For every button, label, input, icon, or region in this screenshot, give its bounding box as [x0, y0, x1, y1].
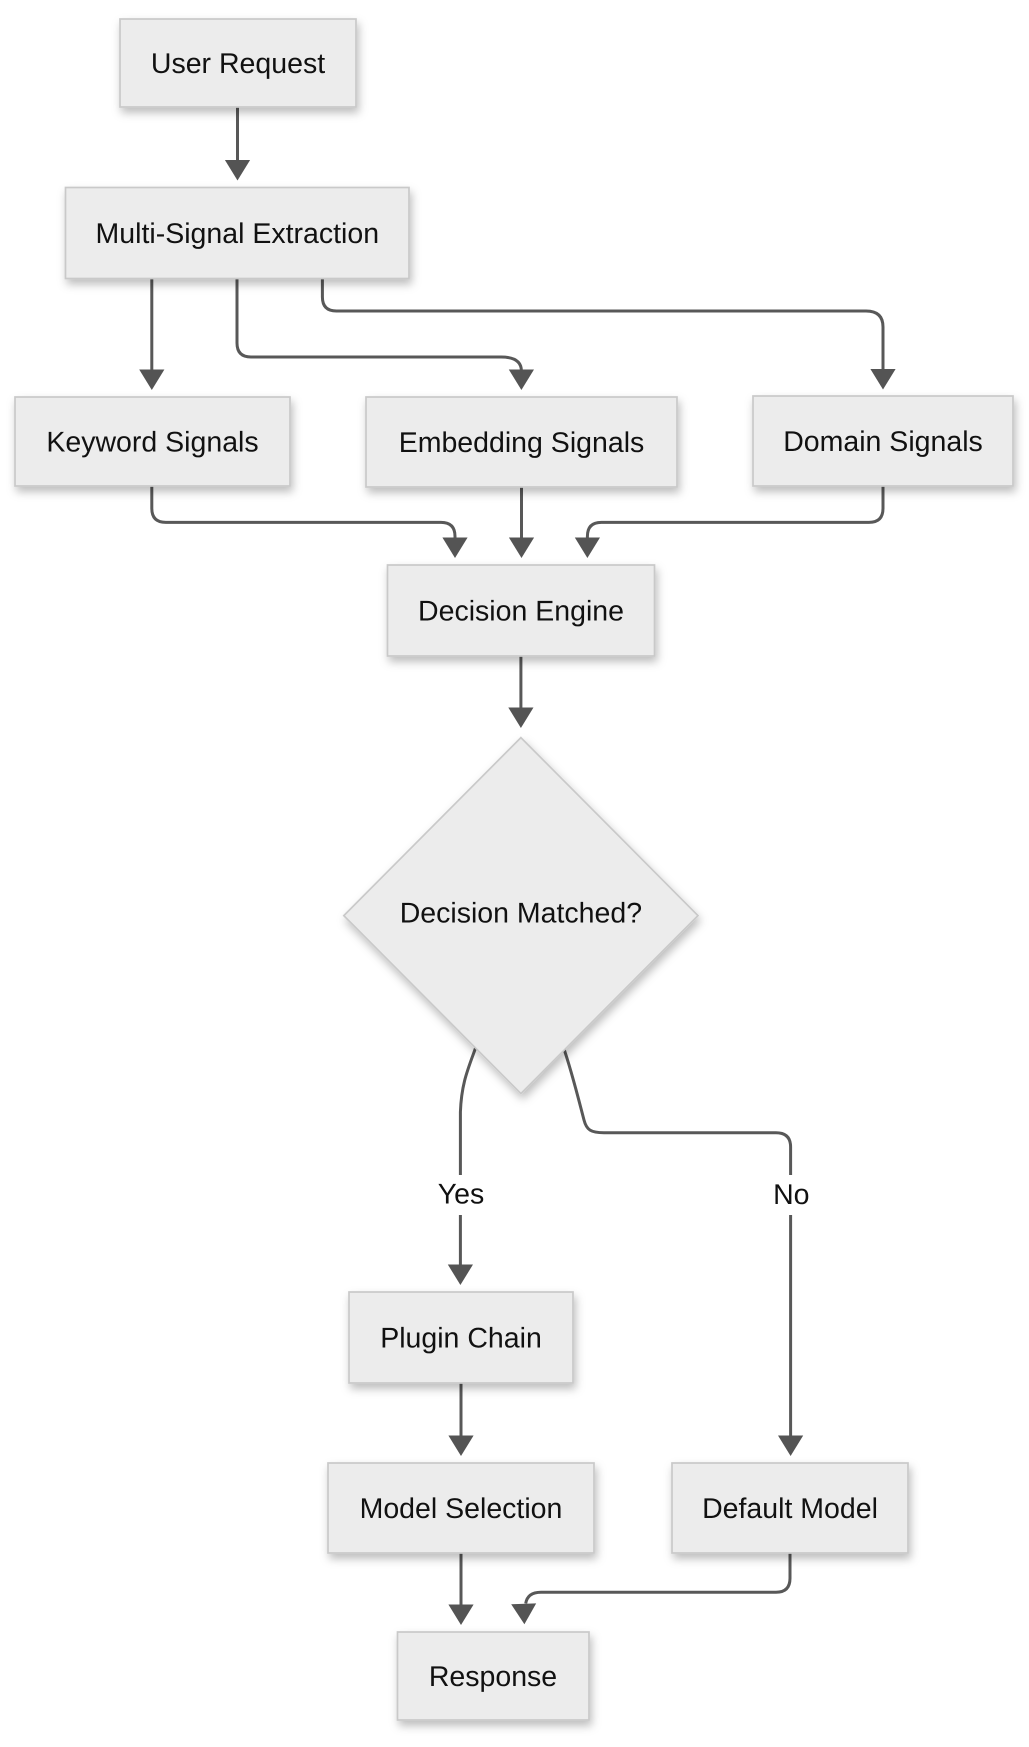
- svg-text:Response: Response: [429, 1661, 557, 1693]
- svg-text:Embedding Signals: Embedding Signals: [399, 427, 645, 459]
- svg-text:Decision Matched?: Decision Matched?: [400, 898, 642, 930]
- svg-text:Decision Engine: Decision Engine: [418, 596, 624, 628]
- svg-text:No: No: [773, 1179, 809, 1211]
- svg-text:Domain Signals: Domain Signals: [783, 426, 983, 458]
- svg-text:Plugin Chain: Plugin Chain: [380, 1323, 542, 1355]
- svg-text:Model Selection: Model Selection: [360, 1493, 563, 1525]
- svg-text:Keyword Signals: Keyword Signals: [46, 427, 258, 459]
- svg-text:Default Model: Default Model: [702, 1493, 878, 1525]
- svg-text:Multi-Signal Extraction: Multi-Signal Extraction: [96, 218, 380, 250]
- svg-text:User Request: User Request: [151, 48, 325, 80]
- svg-text:Yes: Yes: [438, 1179, 485, 1211]
